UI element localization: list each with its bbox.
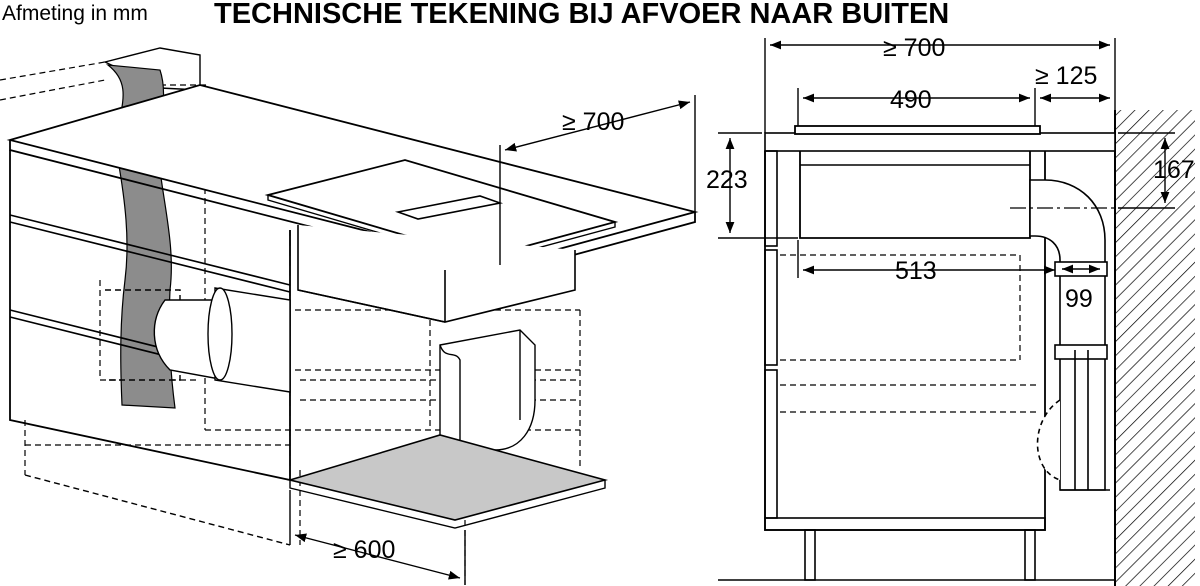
cabinet-fronts	[764, 150, 778, 519]
section-hob	[794, 125, 1041, 135]
dim-height-223	[718, 132, 798, 239]
dim-duct-height-167	[1118, 132, 1175, 209]
duct-height-label: 167	[1153, 156, 1195, 184]
dim-depth-700	[499, 95, 696, 265]
drawing-title: TECHNISCHE TEKENING BIJ AFVOER NAAR BUIT…	[214, 0, 950, 30]
dim-hob-490	[797, 88, 1030, 126]
horizontal-duct	[105, 287, 291, 393]
unit-label: Afmeting in mm	[2, 2, 148, 25]
unit-width-label: 513	[895, 257, 937, 285]
cabinet-carcass	[764, 151, 1046, 531]
vertical-duct	[439, 329, 536, 451]
section-width-label: ≥ 700	[883, 34, 945, 62]
cabinet-legs	[718, 529, 1115, 581]
height-label: 223	[706, 166, 748, 194]
dim-width-700	[764, 38, 1116, 133]
depth-dimension-label: ≥ 700	[562, 108, 624, 136]
section-view	[718, 110, 1195, 586]
dim-plinth-600	[289, 490, 466, 585]
section-extractor	[799, 151, 1031, 239]
section-worktop	[764, 132, 1116, 152]
wall-gap-label: ≥ 125	[1035, 62, 1097, 90]
section-duct	[1029, 179, 1110, 491]
plinth-plate	[286, 434, 609, 521]
wall-hatch	[1115, 110, 1195, 586]
dim-wall-gap-125	[1034, 88, 1110, 126]
dim-unit-513	[797, 240, 1055, 278]
hob-width-label: 490	[890, 86, 932, 114]
duct-width-label: 99	[1065, 285, 1093, 313]
plinth-dimension-label: ≥ 600	[333, 536, 395, 564]
perspective-view	[0, 47, 699, 585]
